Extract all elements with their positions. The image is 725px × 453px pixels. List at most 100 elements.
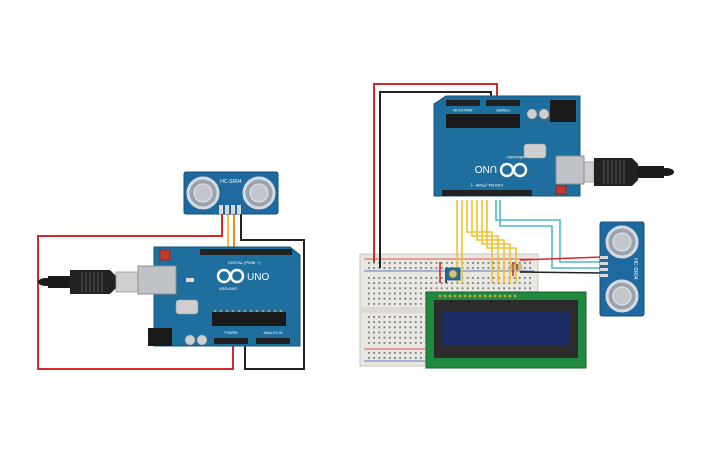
breadboard-hole [440,277,443,279]
left-reset-button[interactable] [159,249,171,261]
breadboard-hole [414,267,417,269]
left-arduino-logo: UNO ARDUINO [216,268,269,291]
breadboard-hole [373,336,375,339]
breadboard-hole [394,303,396,305]
right-reset-button[interactable] [555,185,567,195]
breadboard-hole [420,297,422,300]
lcd-display[interactable] [425,291,587,369]
breadboard-hole [373,267,375,269]
breadboard-hole [451,287,453,290]
breadboard-hole [414,342,417,344]
breadboard-hole [394,277,396,279]
breadboard-hole [368,297,370,300]
breadboard-hole [399,342,401,344]
breadboard-hole [409,277,412,279]
breadboard-hole [388,297,391,300]
breadboard-hole [456,287,459,290]
left-black-wire [240,214,305,370]
breadboard-hole [373,316,375,318]
breadboard-hole [466,277,469,279]
breadboard-hole [524,287,526,290]
left-ultrasonic-sensor[interactable]: HC-SR04 [183,171,279,215]
breadboard-hole [414,326,417,329]
breadboard-hole [404,267,407,269]
breadboard-hole [466,282,469,284]
breadboard-hole [409,326,412,329]
breadboard-hole [420,292,422,295]
lcd-pin [453,294,457,298]
breadboard-hole [399,326,401,329]
breadboard-hole [508,287,511,290]
right-sensor-power-wire [519,256,603,261]
breadboard-hole [373,297,375,300]
breadboard-hole [425,282,427,284]
breadboard-hole [383,262,386,264]
left-red-wire [37,214,234,370]
breadboard-hole [420,316,422,318]
breadboard-hole [373,282,375,284]
breadboard-hole [394,357,396,359]
breadboard-hole [378,297,381,300]
lcd-pin [438,294,442,298]
breadboard-hole [368,303,370,305]
breadboard-hole [409,357,412,359]
breadboard-hole [472,282,474,284]
breadboard-hole [420,262,422,264]
breadboard-hole [414,331,417,334]
breadboard-hole [368,292,370,295]
breadboard-hole [373,287,375,290]
breadboard-hole [373,303,375,305]
breadboard-hole [404,277,407,279]
breadboard-hole [383,316,386,318]
breadboard-hole [472,287,474,290]
breadboard-hole [368,282,370,284]
breadboard-hole [368,331,370,334]
breadboard-hole [487,277,490,279]
breadboard-hole [368,342,370,344]
left-microcontroller-chip [212,312,286,326]
breadboard-hole [383,342,386,344]
breadboard-hole [425,267,427,269]
left-sensor-label: HC-SR04 [220,179,242,185]
breadboard-hole [383,267,386,269]
breadboard-hole [409,331,412,334]
breadboard-hole [383,277,386,279]
lcd-pin [443,294,447,298]
breadboard-hole [388,267,391,269]
breadboard-hole [409,292,412,295]
breadboard-hole [378,282,381,284]
right-analog-label: ANALOG IN [453,108,473,112]
breadboard-hole [482,282,485,284]
breadboard-hole [420,287,422,290]
breadboard-hole [420,326,422,329]
left-power-label: POWER [224,331,238,335]
lcd-pin [458,294,462,298]
breadboard-hole [394,267,396,269]
lcd-pin [478,294,482,298]
left-arduino-board[interactable]: DIGITAL (PWM ~) UNO ARDUINO [137,246,301,347]
breadboard-hole [414,292,417,295]
breadboard-hole [414,303,417,305]
breadboard-hole [383,336,386,339]
breadboard-hole [409,303,412,305]
breadboard-hole [430,287,433,290]
lcd-pin [448,294,452,298]
breadboard-hole [368,262,370,264]
breadboard-hole [435,282,438,284]
breadboard-hole [420,352,422,354]
breadboard-hole [529,287,531,290]
breadboard-hole [388,292,391,295]
right-arduino-board[interactable]: ANALOG IN POWER UNO ARDUINO DIGITAL (PWM… [433,95,585,197]
potentiometer[interactable] [445,267,461,281]
breadboard-hole [378,316,381,318]
right-sensor-label: HC-SR04 [632,258,638,280]
breadboard-hole [373,292,375,295]
breadboard-hole [368,316,370,318]
right-ultrasonic-sensor[interactable]: HC-SR04 [599,221,645,317]
breadboard-hole [373,357,375,359]
breadboard-hole [378,292,381,295]
breadboard-hole [378,287,381,290]
breadboard-hole [513,282,516,284]
breadboard-hole [414,282,417,284]
right-board-brand: ARDUINO [507,155,525,160]
